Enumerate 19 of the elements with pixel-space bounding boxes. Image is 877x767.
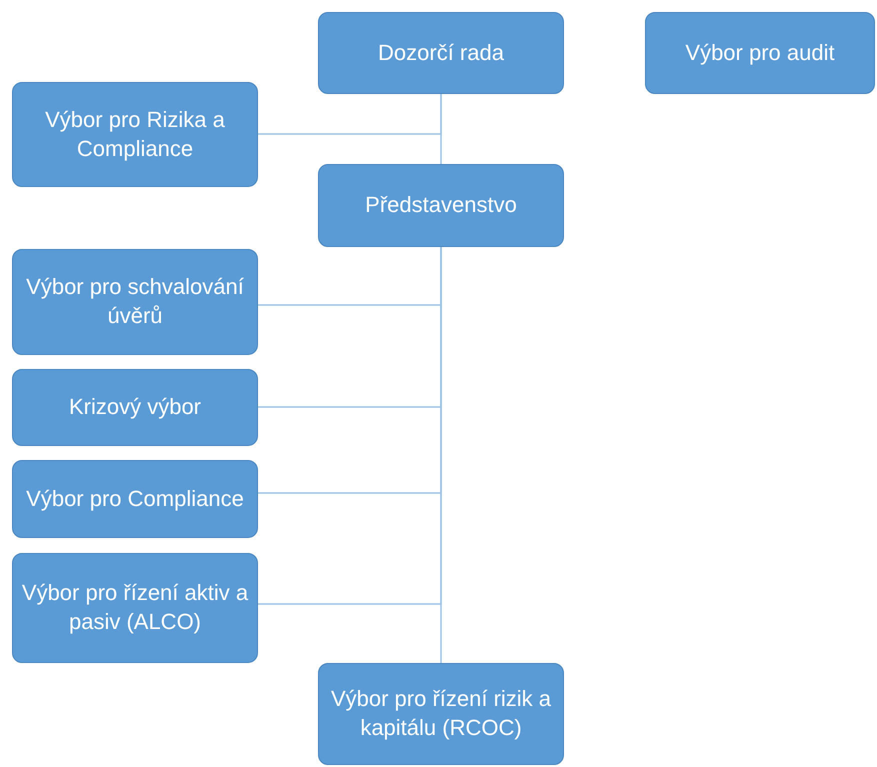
org-box (645, 12, 875, 94)
org-box (12, 369, 258, 446)
org-box (12, 553, 258, 663)
box-label: Krizový výbor (68, 393, 202, 422)
org-box (318, 663, 564, 765)
org-box (318, 12, 564, 94)
box-label: Představenstvo (365, 191, 517, 220)
org-box (12, 460, 258, 538)
connector-line (258, 94, 442, 135)
box-label: Výbor pro Rizika a Compliance (44, 106, 226, 163)
box-label: Výbor pro schvalování úvěrů (25, 273, 245, 330)
org-box (12, 249, 258, 355)
box-label: Výbor pro audit (685, 38, 835, 67)
org-box (318, 164, 564, 247)
box-label: Výbor pro Compliance (26, 484, 244, 513)
org-box (12, 82, 258, 187)
box-label: Výbor pro řízení aktiv a pasiv (ALCO) (21, 579, 249, 636)
box-label: Výbor pro řízení rizik a kapitálu (RCOC) (330, 685, 552, 742)
box-label: Dozorčí rada (378, 38, 504, 67)
